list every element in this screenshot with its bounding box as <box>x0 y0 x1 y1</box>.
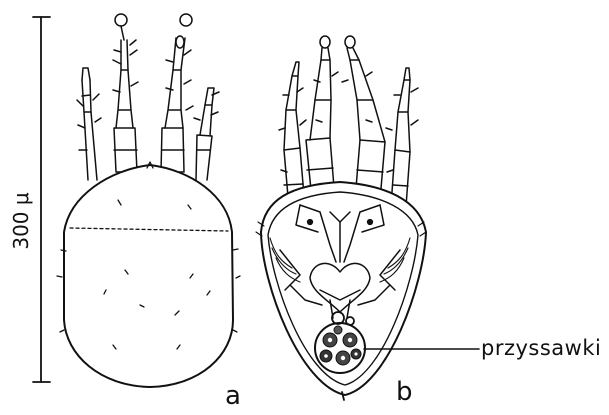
panel-b-label: b <box>396 377 413 407</box>
panel-a-label: a <box>225 381 241 411</box>
suckers-callout-label: przyssawki <box>481 336 601 360</box>
specimen-b-ventral <box>256 36 426 400</box>
scale-bar <box>33 17 50 382</box>
scale-bar-label: 300 μ <box>9 189 33 253</box>
specimen-a-dorsal <box>57 14 240 387</box>
specimen-a-legs <box>77 14 219 180</box>
specimen-a-body-outline <box>64 165 233 387</box>
